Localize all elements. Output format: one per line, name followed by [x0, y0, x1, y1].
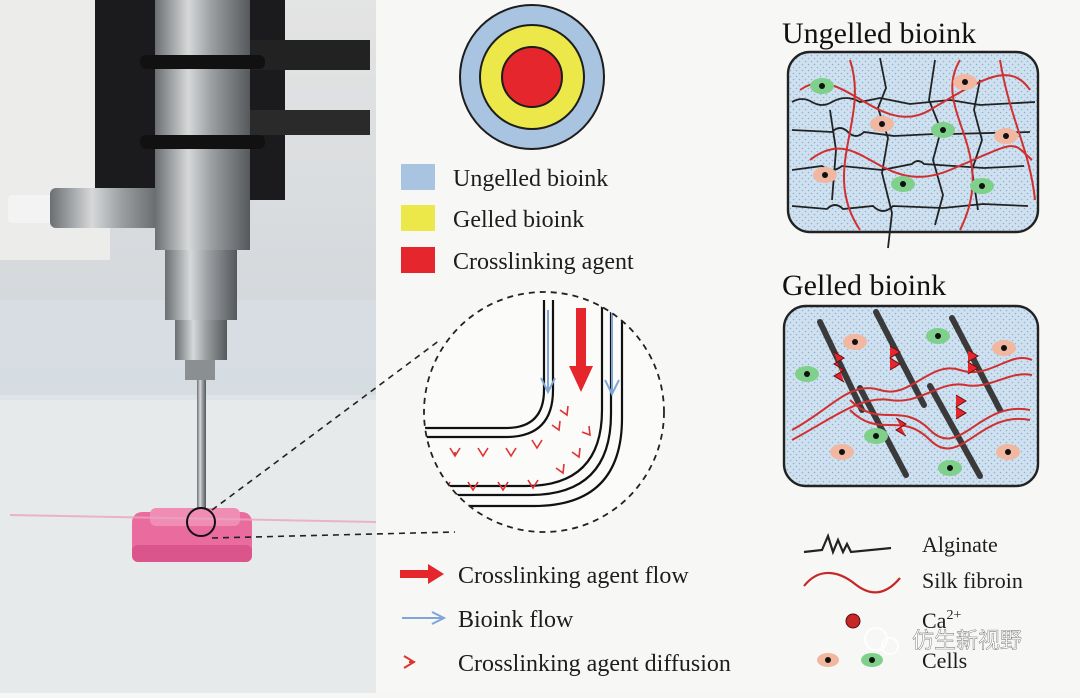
- ungelled-cells: [810, 74, 1018, 194]
- printed-gel: [132, 508, 252, 562]
- ungelled-panel: [786, 50, 1040, 249]
- legend-silk-label: Silk fibroin: [922, 568, 1023, 593]
- color-legend: Ungelled bioink Gelled bioink Crosslinki…: [401, 164, 634, 275]
- watermark: 仿生新视野: [864, 627, 1022, 655]
- magnified-nozzle: [423, 291, 665, 533]
- legend-cells-label: Cells: [922, 648, 967, 673]
- legend-crosslinker-flow-label: Crosslinking agent flow: [458, 563, 689, 589]
- legend-calcium-label: Ca2+: [922, 608, 961, 633]
- legend-alginate-label: Alginate: [922, 532, 998, 557]
- legend-gelled: Gelled bioink: [401, 205, 584, 233]
- watermark-text: 仿生新视野: [912, 629, 1022, 654]
- legend-ungelled: Ungelled bioink: [401, 164, 608, 192]
- silk-fibroin-icon: [803, 571, 901, 594]
- alginate-icon: [803, 532, 892, 556]
- legend-ungelled-label: Ungelled bioink: [453, 166, 608, 192]
- coaxial-cross-section: [459, 4, 605, 150]
- component-legend: Alginate Silk fibroin Ca2+ Cells: [803, 532, 1023, 673]
- gelled-panel: [782, 304, 1040, 488]
- legend-bioink-flow-label: Bioink flow: [458, 607, 574, 633]
- gelled-panel-title: Gelled bioink: [782, 269, 946, 302]
- red-chevron-icon: [403, 655, 416, 669]
- printer-photo: [0, 0, 377, 693]
- legend-diffusion-label: Crosslinking agent diffusion: [458, 651, 731, 677]
- gelled-cells: [795, 328, 1020, 476]
- cells-icon: [817, 653, 883, 667]
- red-thick-arrow-icon: [400, 564, 444, 584]
- zoom-origin-circle: [186, 507, 216, 537]
- legend-crosslinker-label: Crosslinking agent: [453, 249, 634, 275]
- calcium-icon: [845, 613, 861, 629]
- legend-crosslinker: Crosslinking agent: [401, 247, 634, 275]
- legend-gelled-label: Gelled bioink: [453, 207, 584, 233]
- blue-thin-arrow-icon: [402, 611, 447, 625]
- ungelled-panel-title: Ungelled bioink: [782, 17, 976, 50]
- flow-legend: Crosslinking agent flow Bioink flow Cros…: [400, 563, 731, 677]
